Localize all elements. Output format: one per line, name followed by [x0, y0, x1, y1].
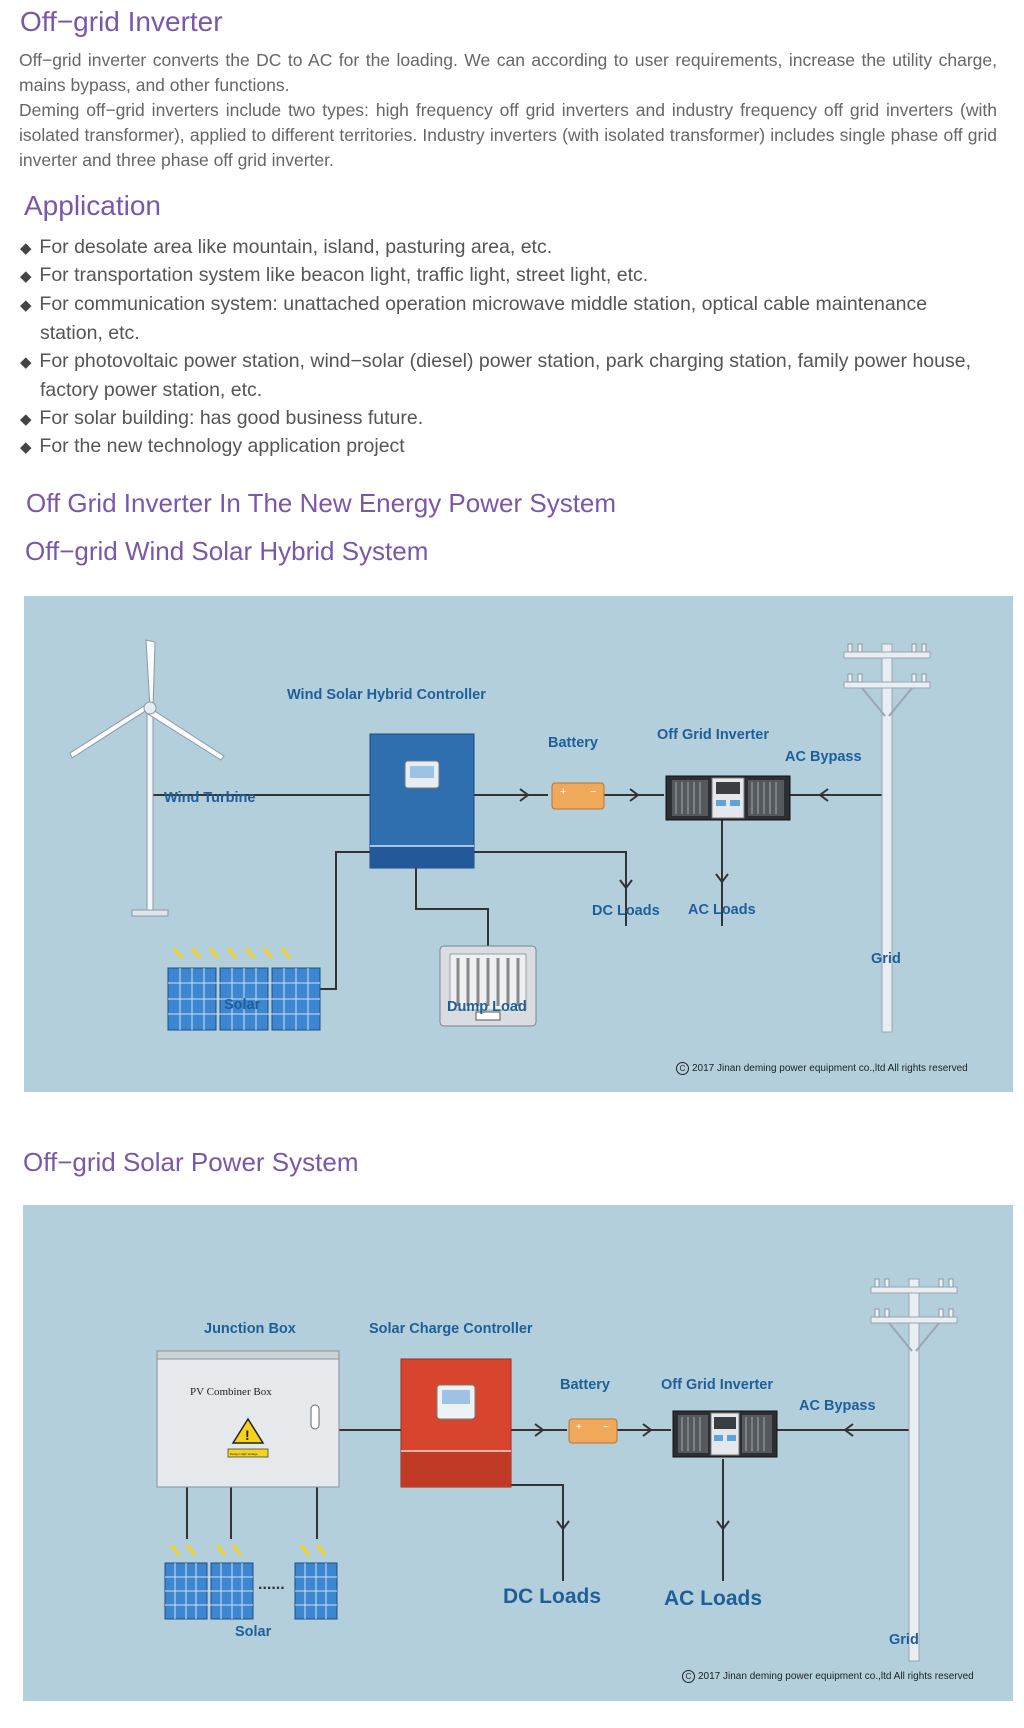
section-heading: Off Grid Inverter In The New Energy Powe…	[26, 488, 617, 518]
list-item: ◆ For the new technology application pro…	[20, 435, 405, 457]
svg-text:−: −	[590, 786, 596, 798]
inverter-label: Off Grid Inverter	[657, 727, 769, 743]
inverter-label: Off Grid Inverter	[661, 1377, 773, 1393]
controller-label: Wind Solar Hybrid Controller	[287, 687, 486, 703]
utility-pole-icon	[843, 643, 931, 1033]
ac-bypass-label: AC Bypass	[799, 1398, 876, 1414]
solar-panels-icon	[164, 1544, 338, 1620]
diamond-bullet-icon: ◆	[20, 240, 32, 257]
ac-loads-label: AC Loads	[688, 902, 756, 918]
copyright-icon: C	[682, 1670, 695, 1683]
inverter-icon	[672, 1410, 778, 1458]
controller-label: Solar Charge Controller	[369, 1321, 533, 1337]
diamond-bullet-icon: ◆	[20, 297, 32, 314]
utility-pole-icon	[870, 1278, 958, 1662]
wind-turbine-label: Wind Turbine	[164, 790, 256, 806]
list-item: ◆ For desolate area like mountain, islan…	[20, 236, 553, 258]
application-heading: Application	[24, 190, 161, 221]
battery-label: Battery	[560, 1377, 610, 1393]
inverter-icon	[665, 775, 791, 821]
diagram2-drawing: ! + −	[156, 1278, 958, 1662]
list-item: ◆ For photovoltaic power station, wind−s…	[20, 350, 972, 401]
warning-plate-text: Danger High Voltage	[230, 1452, 258, 1456]
ac-loads-label: AC Loads	[664, 1587, 763, 1610]
intro-text: Off−grid inverter converts the DC to AC …	[19, 48, 997, 173]
wind-solar-hybrid-diagram: + −	[24, 596, 1013, 1092]
wind-turbine-icon	[69, 639, 225, 917]
panel-ellipsis: ......	[258, 1576, 285, 1593]
diagram1-heading: Off−grid Wind Solar Hybrid System	[25, 536, 429, 566]
list-item: ◆ For transportation system like beacon …	[20, 264, 649, 286]
solar-power-diagram: ! + −	[23, 1205, 1013, 1701]
grid-label: Grid	[889, 1632, 919, 1648]
combiner-box-text: PV Combiner Box	[190, 1386, 272, 1398]
intro-paragraph-1: Off−grid inverter converts the DC to AC …	[19, 50, 997, 95]
svg-text:−: −	[603, 1422, 609, 1433]
diamond-bullet-icon: ◆	[20, 268, 32, 285]
diagram1-drawing: + −	[69, 639, 931, 1033]
copyright-icon: C	[676, 1062, 689, 1075]
battery-icon: + −	[551, 782, 605, 810]
diagram2-heading: Off−grid Solar Power System	[23, 1147, 359, 1177]
svg-text:+: +	[576, 1422, 582, 1433]
dc-loads-label: DC Loads	[503, 1585, 602, 1608]
list-item: ◆ For solar building: has good business …	[20, 407, 424, 429]
solar-panels-icon	[167, 947, 321, 1031]
diamond-bullet-icon: ◆	[20, 439, 32, 456]
svg-text:+: +	[560, 786, 566, 798]
dump-load-label: Dump Load	[447, 999, 527, 1015]
page-title: Off−grid Inverter	[20, 6, 223, 37]
junction-box-icon: !	[156, 1350, 340, 1488]
solar-label: Solar	[235, 1624, 272, 1640]
solar-label: Solar	[224, 997, 261, 1013]
grid-label: Grid	[871, 951, 901, 967]
dump-load-icon	[439, 945, 537, 1027]
battery-label: Battery	[548, 735, 598, 751]
list-item: ◆ For communication system: unattached o…	[20, 293, 928, 344]
junction-box-label: Junction Box	[204, 1321, 296, 1337]
battery-icon: + −	[568, 1418, 618, 1444]
dc-loads-label: DC Loads	[592, 903, 660, 919]
ac-bypass-label: AC Bypass	[785, 749, 862, 765]
hybrid-controller-icon	[369, 733, 475, 869]
svg-text:!: !	[245, 1427, 250, 1443]
diamond-bullet-icon: ◆	[20, 411, 32, 428]
solar-charge-controller-icon	[400, 1358, 512, 1488]
intro-paragraph-2: Deming off−grid inverters include two ty…	[19, 100, 997, 170]
diamond-bullet-icon: ◆	[20, 354, 32, 371]
